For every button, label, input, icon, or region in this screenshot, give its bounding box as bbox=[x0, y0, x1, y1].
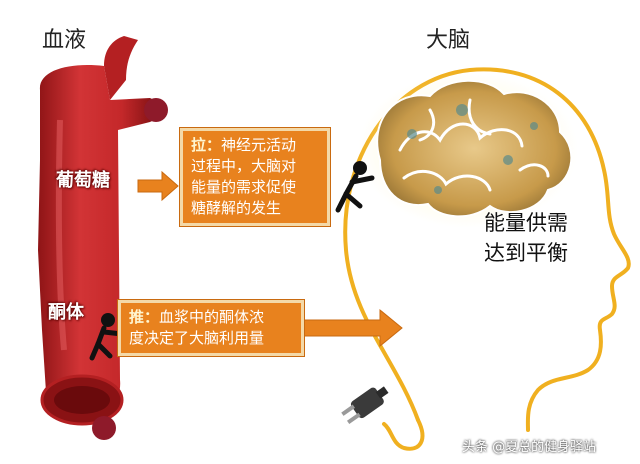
push-line-2: 度决定了大脑利用量 bbox=[129, 329, 265, 347]
pull-line-4: 糖酵解的发生 bbox=[191, 199, 282, 217]
push-colon: ： bbox=[144, 308, 160, 326]
push-figure-icon bbox=[89, 313, 125, 361]
pull-keyword: 拉 bbox=[191, 136, 207, 154]
pull-line-1: 拉：神经元活动 bbox=[191, 135, 319, 156]
push-keyword: 推 bbox=[129, 308, 145, 326]
blood-vessel bbox=[38, 36, 168, 440]
glucose-label: 葡萄糖 bbox=[56, 170, 110, 191]
pull-line-2: 过程中，大脑对 bbox=[191, 157, 297, 175]
ketone-label: 酮体 bbox=[48, 302, 84, 323]
pull-line-3: 能量的需求促使 bbox=[191, 178, 297, 196]
balance-line-1: 能量供需 bbox=[484, 211, 568, 235]
push-explanation-box: 推：血浆中的酮体浓 度决定了大脑利用量 bbox=[118, 300, 304, 356]
push-text-1: 血浆中的酮体浓 bbox=[159, 308, 265, 326]
push-line-1: 推：血浆中的酮体浓 bbox=[129, 307, 293, 328]
cell-blob-top bbox=[144, 98, 168, 122]
pull-explanation-box: 拉：神经元活动 过程中，大脑对 能量的需求促使 糖酵解的发生 bbox=[180, 128, 330, 226]
pull-colon: ： bbox=[206, 136, 222, 154]
balance-line-2: 达到平衡 bbox=[484, 241, 568, 265]
arrow-glucose bbox=[137, 170, 179, 202]
power-cord bbox=[382, 418, 425, 451]
arrow-ketone bbox=[303, 308, 403, 348]
watermark: 头条 @夏总的健身驿站 bbox=[462, 440, 597, 455]
balance-text: 能量供需 达到平衡 bbox=[484, 208, 568, 268]
cell-blob-bottom bbox=[92, 416, 116, 440]
brain-icon bbox=[358, 72, 578, 228]
plug-icon bbox=[341, 386, 389, 425]
brain-label: 大脑 bbox=[426, 28, 471, 53]
blood-label: 血液 bbox=[42, 28, 87, 53]
pull-text-1: 神经元活动 bbox=[221, 136, 297, 154]
pull-figure-icon bbox=[335, 161, 375, 213]
